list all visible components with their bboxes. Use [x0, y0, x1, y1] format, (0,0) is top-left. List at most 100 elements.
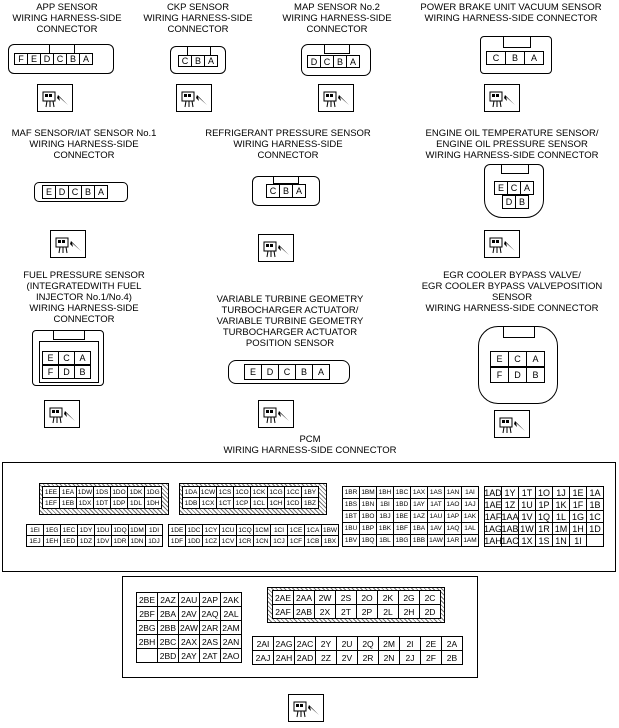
connector-arrow-glyph — [263, 241, 289, 258]
fuel_top-pin: C — [58, 351, 75, 365]
pcm-terminal: 1BL — [376, 534, 394, 547]
connector-arrow-glyph — [181, 91, 207, 108]
pcm-terminal: 1BG — [393, 534, 411, 547]
maf-pin: B — [81, 185, 95, 199]
pcm-terminal: 2AS — [199, 634, 221, 649]
pcm-terminal: 2V — [336, 650, 358, 665]
pcm-terminal: 2AT — [199, 648, 221, 663]
pcm-terminal: 1X — [518, 534, 536, 547]
egr_top-pin: A — [526, 351, 545, 367]
map-pin: C — [320, 55, 334, 68]
pcm-terminal: 2I — [399, 636, 421, 651]
fuel-connector-inner-frame — [39, 341, 99, 383]
eot-sensor-title: ENGINE OIL TEMPERATURE SENSOR/ ENGINE OI… — [425, 128, 599, 161]
pcm-terminal: 1CR — [236, 535, 254, 547]
egr_bot-pin: D — [508, 367, 527, 383]
pcm-terminal: 1CH — [267, 497, 285, 509]
pcm-terminal: 2R — [357, 650, 379, 665]
connector-arrow-glyph — [49, 407, 75, 424]
connector-arrow-glyph — [55, 237, 81, 254]
pcm-terminal: 2AW — [178, 620, 200, 635]
pcm-terminal: 1I — [569, 534, 587, 547]
pcm-terminal: 1AH — [484, 534, 502, 547]
pcm-terminal: 2U — [336, 636, 358, 651]
pcm-terminal: 1CB — [304, 535, 322, 547]
pcm-terminal: 1CJ — [270, 535, 288, 547]
maf-pin: D — [55, 185, 69, 199]
app-pin: D — [40, 53, 54, 65]
pcm-terminal: 1DV — [94, 535, 112, 547]
pcm-terminal: 1CD — [284, 497, 302, 509]
maf-sensor-title: MAF SENSOR/IAT SENSOR No.1 WIRING HARNES… — [11, 128, 157, 161]
pcm-terminal: 2X — [314, 604, 336, 619]
pcm-terminal: 2BC — [157, 634, 179, 649]
app-pin: E — [27, 53, 41, 65]
pcm-terminal: 1CT — [216, 497, 234, 509]
fuel_bot-pin: D — [58, 365, 75, 379]
pcm-terminal: 2AI — [252, 636, 274, 651]
pcm-terminal: 2W — [314, 590, 336, 605]
pcm-terminal: 2AH — [273, 650, 295, 665]
fuel-view-direction-icon — [44, 400, 80, 428]
pcm-terminal: 1CN — [253, 535, 271, 547]
pcm-terminal: 1DJ — [145, 535, 163, 547]
app-sensor-title: APP SENSOR WIRING HARNESS-SIDE CONNECTOR — [12, 2, 122, 35]
eot_top-pin: A — [520, 181, 534, 195]
vgt-pin: A — [312, 364, 330, 380]
pcm-title: PCM WIRING HARNESS-SIDE CONNECTOR — [223, 434, 397, 456]
pcm-terminal: 2AG — [273, 636, 295, 651]
egr_bot-pin: F — [490, 367, 509, 383]
map-sensor-title: MAP SENSOR No.2 WIRING HARNESS-SIDE CONN… — [282, 2, 392, 35]
pcm-terminal: 2K — [377, 590, 399, 605]
pcm-terminal: 2BD — [157, 648, 179, 663]
refrigerant-connector-latch — [273, 176, 299, 184]
pcm-terminal: 2P — [356, 604, 378, 619]
eot_bot-pin: B — [515, 195, 529, 209]
connector-arrow-glyph — [489, 237, 515, 254]
vgt-pin: B — [295, 364, 313, 380]
pcm-terminal: 1BB — [410, 534, 428, 547]
pcm-terminal: 2B — [441, 650, 463, 665]
pcm-terminal — [586, 534, 604, 547]
pcm-terminal: 1DN — [128, 535, 146, 547]
pcm-terminal: 1DD — [185, 535, 203, 547]
pcm-terminal: 1BQ — [359, 534, 377, 547]
fuel_top-pin: E — [42, 351, 59, 365]
pcm-terminal: 2G — [398, 590, 420, 605]
pcm-view-direction-icon — [288, 694, 324, 722]
fuel_bot-pin: B — [74, 365, 91, 379]
ckp-sensor-title: CKP SENSOR WIRING HARNESS-SIDE CONNECTOR — [143, 2, 253, 35]
pcm-terminal: 2AN — [220, 634, 242, 649]
pbu-vacuum-sensor-title: POWER BRAKE UNIT VACUUM SENSOR WIRING HA… — [420, 2, 602, 24]
app-view-direction-icon — [37, 84, 73, 112]
pcm-terminal: 2Q — [357, 636, 379, 651]
pbu-connector-latch — [503, 36, 531, 48]
pcm-terminal: 2N — [378, 650, 400, 665]
maf-view-direction-icon — [50, 230, 86, 258]
pcm-terminal: 2AL — [220, 606, 242, 621]
pcm-terminal: 2T — [335, 604, 357, 619]
pcm-terminal: 1DB — [182, 497, 200, 509]
pcm-terminal: 2C — [419, 590, 441, 605]
maf-pin: E — [42, 185, 56, 199]
egr_top-pin: E — [490, 351, 509, 367]
map-connector-latch — [324, 44, 350, 54]
pcm-terminal: 2AJ — [252, 650, 274, 665]
ckp-view-direction-icon — [176, 84, 212, 112]
